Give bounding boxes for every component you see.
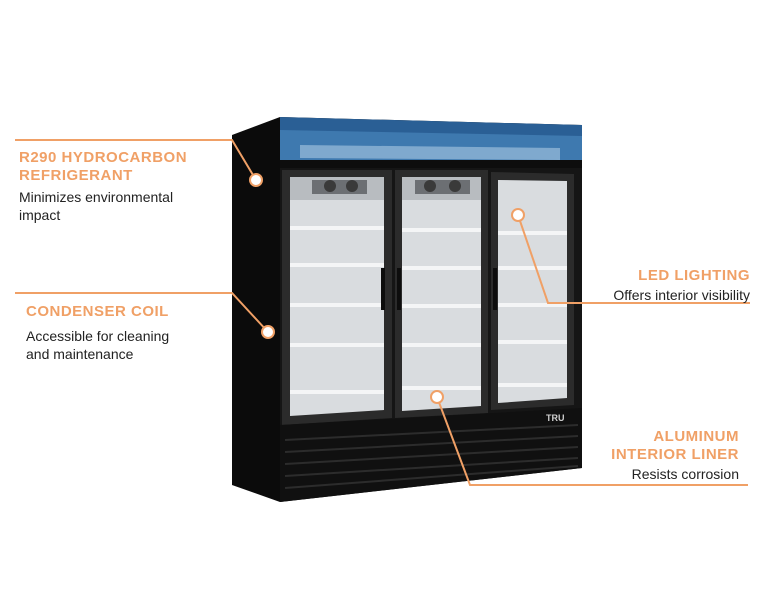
led-marker: [511, 208, 525, 222]
door-middle: [395, 170, 488, 418]
door-left: [282, 170, 392, 425]
refrigerant-desc: Minimizes environmental impact: [19, 189, 174, 223]
led-title: LED LIGHTING: [638, 267, 750, 284]
refrigerant-leader-line: [15, 139, 257, 181]
condenser-marker: [261, 325, 275, 339]
callout-refrigerant: R290 HYDROCARBON REFRIGERANT Minimizes e…: [19, 149, 239, 224]
brand-logo: TRU: [546, 413, 565, 423]
callout-liner: ALUMINUM INTERIOR LINER Resists corrosio…: [519, 428, 739, 483]
liner-leader-line: [436, 396, 748, 486]
cabinet-side-panel: [232, 117, 280, 502]
condenser-desc: Accessible for cleaning and maintenance: [26, 328, 170, 362]
liner-marker: [430, 390, 444, 404]
led-desc: Offers interior visibility: [613, 287, 750, 303]
led-leader-line: [517, 214, 750, 304]
base-grille: [280, 408, 582, 502]
liner-title: ALUMINUM INTERIOR LINER: [611, 428, 739, 463]
callout-led: LED LIGHTING Offers interior visibility: [530, 267, 750, 304]
refrigerant-title: R290 HYDROCARBON REFRIGERANT: [19, 149, 188, 184]
refrigerant-marker: [249, 173, 263, 187]
condenser-leader-line: [15, 292, 269, 333]
liner-desc: Resists corrosion: [631, 466, 739, 482]
callout-condenser: CONDENSER COIL Accessible for cleaning a…: [26, 303, 246, 363]
condenser-title: CONDENSER COIL: [26, 303, 169, 320]
door-right: [491, 172, 574, 410]
